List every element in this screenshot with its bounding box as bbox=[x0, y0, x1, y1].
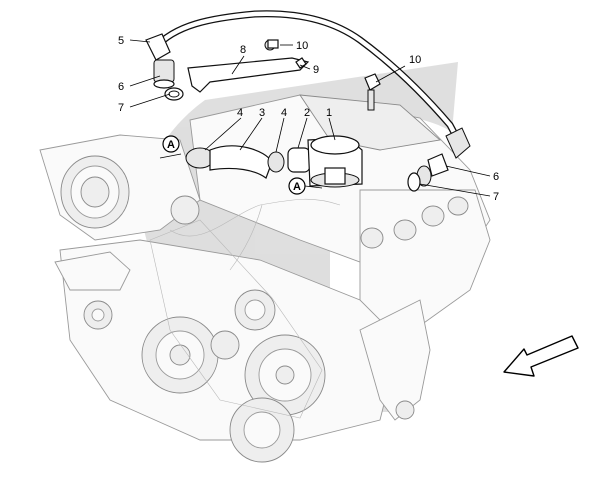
ref-label: A bbox=[293, 181, 301, 193]
pulleys bbox=[83, 195, 326, 463]
callout-5: 5 bbox=[118, 35, 124, 47]
callout-2: 2 bbox=[304, 107, 310, 119]
engine-block bbox=[39, 94, 491, 463]
callout-7-right: 7 bbox=[493, 191, 499, 203]
reference-mark-a-right: A bbox=[288, 177, 306, 195]
callout-10-top: 10 bbox=[296, 40, 308, 52]
callout-6-left: 6 bbox=[118, 81, 124, 93]
callout-7-left: 7 bbox=[118, 102, 124, 114]
leader-lines bbox=[129, 39, 491, 197]
callout-9: 9 bbox=[313, 64, 319, 76]
callout-8: 8 bbox=[240, 44, 246, 56]
intake-ports bbox=[360, 196, 469, 249]
callout-4-left: 4 bbox=[237, 107, 243, 119]
callouts: 5 6 7 8 10 9 10 4 3 4 2 1 6 7 bbox=[118, 35, 499, 203]
callout-6-right: 6 bbox=[493, 171, 499, 183]
callout-4-right: 4 bbox=[281, 107, 287, 119]
bracket bbox=[187, 39, 310, 93]
ref-label: A bbox=[167, 139, 175, 151]
fitting-right-top bbox=[364, 73, 381, 111]
breather-hose bbox=[152, 10, 471, 159]
direction-arrow-icon bbox=[503, 335, 579, 377]
callout-1: 1 bbox=[326, 107, 332, 119]
separator-assembly bbox=[185, 135, 363, 188]
fitting-left bbox=[145, 33, 184, 101]
callout-3: 3 bbox=[259, 107, 265, 119]
reference-marks: A A bbox=[162, 135, 306, 195]
callout-10-right: 10 bbox=[409, 54, 421, 66]
reference-mark-a-left: A bbox=[162, 135, 180, 153]
fitting-right-lower bbox=[407, 153, 449, 192]
